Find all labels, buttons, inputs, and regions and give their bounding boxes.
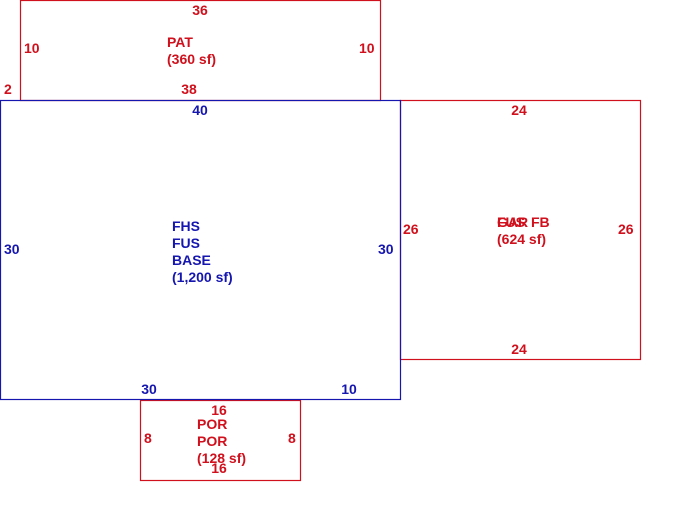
main-code-3: BASE (172, 252, 211, 268)
porch-dim-right: 8 (288, 430, 296, 446)
porch-area: (128 sf) (197, 450, 246, 466)
main-area: (1,200 sf) (172, 269, 233, 285)
porch-code-1: POR (197, 416, 227, 432)
patio-dim-offset: 2 (4, 81, 12, 97)
patio-dim-bottom: 38 (181, 81, 197, 97)
patio-dim-right: 10 (359, 40, 375, 56)
main-code-2: FUS (172, 235, 200, 251)
patio-dim-top: 36 (192, 2, 208, 18)
porch-dim-bottom: 16 (211, 460, 227, 476)
porch-code-2: POR (197, 433, 227, 449)
garage-code-3: FB (531, 214, 550, 230)
garage-code-1: GAR (497, 214, 528, 230)
patio-code: PAT (167, 34, 193, 50)
porch-dim-top: 16 (211, 402, 227, 418)
main-outline (0, 99, 402, 401)
garage-dim-bottom: 24 (511, 341, 527, 357)
main-dim-bottom-left: 30 (141, 381, 157, 397)
patio-area: (360 sf) (167, 51, 216, 67)
main-dim-bottom-right: 10 (341, 381, 357, 397)
garage-dim-left: 26 (403, 221, 419, 237)
garage-area: (624 sf) (497, 231, 546, 247)
porch-outline (139, 399, 302, 482)
main-code-1: FHS (172, 218, 200, 234)
main-dim-left: 30 (4, 241, 20, 257)
main-dim-top: 40 (192, 102, 208, 118)
patio-dim-left: 10 (24, 40, 40, 56)
main-dim-right: 30 (378, 241, 394, 257)
garage-dim-right: 26 (618, 221, 634, 237)
garage-code-2: FUS (497, 214, 525, 230)
garage-dim-top: 24 (511, 102, 527, 118)
porch-dim-left: 8 (144, 430, 152, 446)
garage-outline (399, 99, 642, 361)
